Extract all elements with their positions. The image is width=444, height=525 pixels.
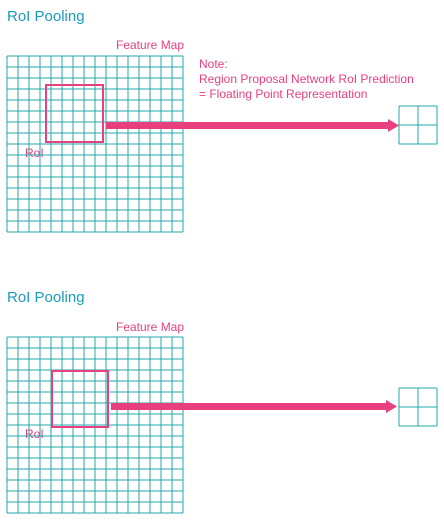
roi-box bbox=[51, 370, 109, 428]
feature-map-grid bbox=[6, 336, 184, 514]
note-line: = Floating Point Representation bbox=[199, 87, 368, 101]
pooled-output-grid bbox=[398, 387, 438, 427]
note-line: Region Proposal Network RoI Prediction bbox=[199, 72, 414, 86]
note-line: Note: bbox=[199, 57, 228, 71]
section-title: RoI Pooling bbox=[7, 8, 85, 25]
roi-box bbox=[45, 84, 104, 143]
note-block: Note: Region Proposal Network RoI Predic… bbox=[199, 57, 414, 102]
pooled-output-grid bbox=[398, 105, 438, 145]
feature-map-label: Feature Map bbox=[116, 38, 185, 52]
arrow bbox=[106, 119, 399, 132]
section-title: RoI Pooling bbox=[7, 289, 85, 306]
roi-label: RoI bbox=[25, 427, 44, 441]
feature-map-label: Feature Map bbox=[116, 320, 185, 334]
feature-map-grid bbox=[6, 55, 184, 233]
roi-label: RoI bbox=[25, 146, 44, 160]
arrow bbox=[111, 400, 397, 413]
